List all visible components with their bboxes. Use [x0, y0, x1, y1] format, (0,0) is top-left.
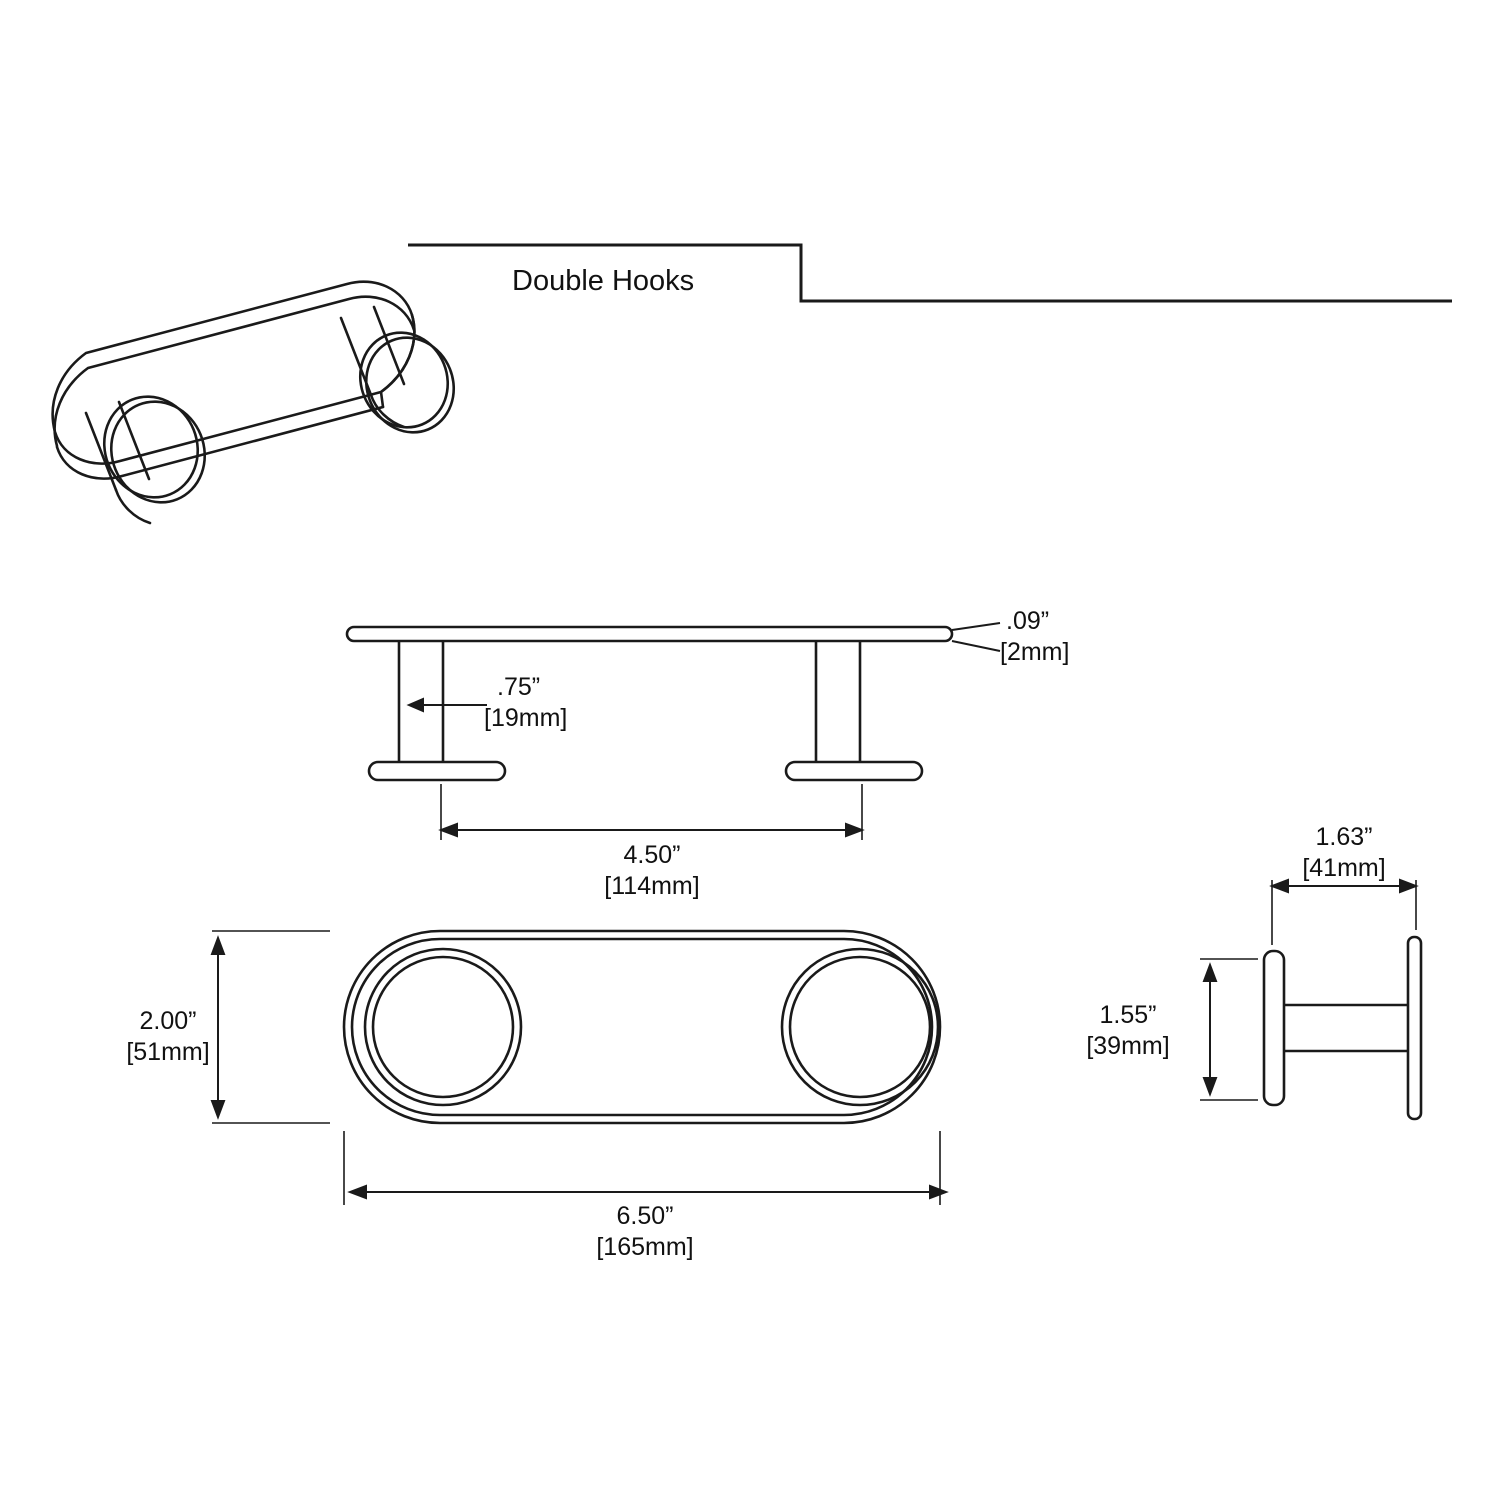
standoff-dimension [398, 660, 487, 760]
face-view [342, 929, 942, 1125]
side-depth-dimension [1269, 878, 1419, 945]
dimension-plate-thickness-metric: [2mm] [1000, 638, 1070, 666]
thickness-leader [951, 622, 1001, 652]
front-elevation-view [345, 625, 954, 782]
plate-height-dimension [210, 930, 330, 1124]
dimension-hook-spacing-metric: [114mm] [604, 872, 700, 900]
dimension-plate-width-imperial: 6.50” [616, 1202, 674, 1230]
dimension-side-height-metric: [39mm] [1086, 1032, 1170, 1060]
dimension-side-depth-imperial: 1.63” [1315, 823, 1373, 851]
dimension-plate-thickness-imperial: .09” [1006, 607, 1050, 635]
side-view [1262, 935, 1423, 1121]
dimension-hook-spacing-imperial: 4.50” [623, 841, 681, 869]
isometric-view [51, 280, 456, 525]
dimension-plate-height-imperial: 2.00” [139, 1007, 197, 1035]
drawing-title: Double Hooks [512, 265, 695, 297]
dimension-hook-standoff-imperial: .75” [497, 673, 541, 701]
dimension-side-height-imperial: 1.55” [1099, 1001, 1157, 1029]
dimension-side-depth-metric: [41mm] [1302, 854, 1386, 882]
dimension-plate-width-metric: [165mm] [596, 1233, 694, 1261]
plate-width-dimension [343, 1131, 949, 1205]
dimension-hook-standoff-metric: [19mm] [484, 704, 568, 732]
title-block-border [408, 243, 1452, 303]
dimension-plate-height-metric: [51mm] [126, 1038, 210, 1066]
side-height-dimension [1200, 958, 1258, 1101]
hook-spacing-dimension [438, 784, 865, 840]
